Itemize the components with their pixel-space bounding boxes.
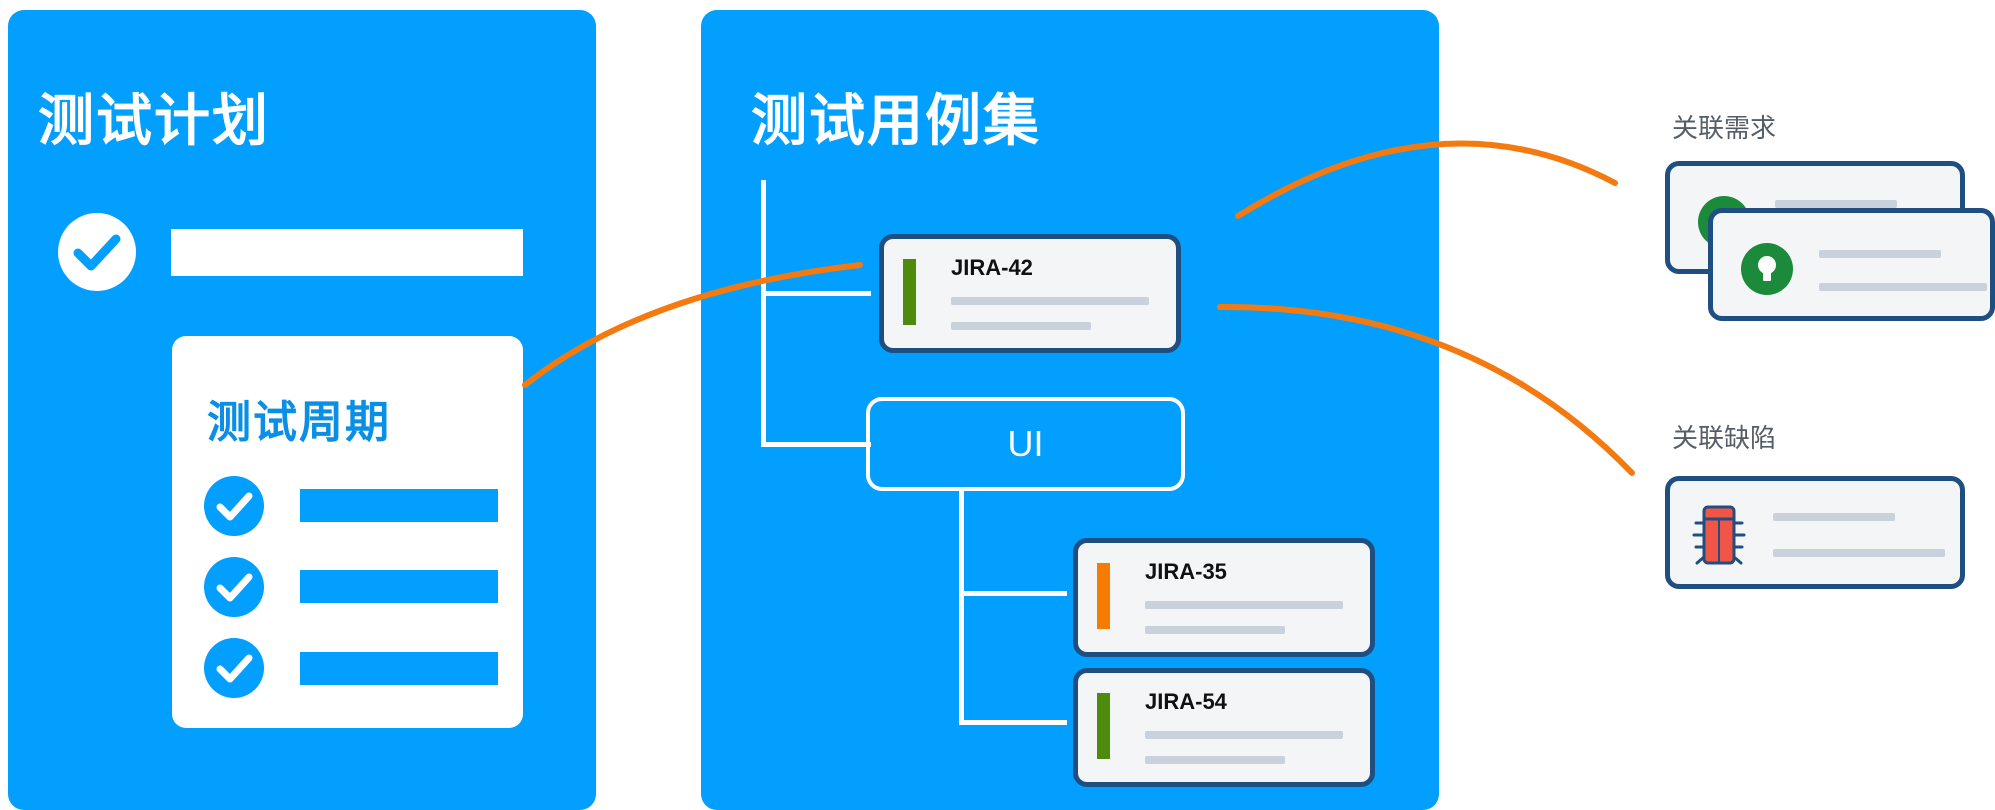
- test-plan-title: 测试计划: [38, 89, 270, 154]
- issue-summary-placeholder: [951, 322, 1091, 330]
- issue-status-stripe: [1097, 563, 1110, 629]
- plan-item-placeholder: [171, 229, 523, 276]
- issue-status-stripe: [1097, 693, 1110, 759]
- linked-requirements-label: 关联需求: [1672, 114, 1777, 144]
- test-cycle-title: 测试周期: [207, 397, 391, 448]
- requirement-summary-placeholder: [1819, 250, 1941, 258]
- tree-connector: [959, 489, 964, 725]
- issue-summary-placeholder: [951, 297, 1149, 305]
- tree-connector: [761, 180, 766, 447]
- tree-connector: [959, 591, 1067, 596]
- cycle-item-placeholder: [300, 570, 498, 603]
- link-plan-to-suite: [522, 262, 863, 388]
- defect-summary-placeholder: [1773, 549, 1945, 557]
- cycle-item-placeholder: [300, 489, 498, 522]
- issue-summary-placeholder: [1145, 626, 1285, 634]
- check-circle-icon: [204, 557, 264, 617]
- requirement-summary-placeholder: [1819, 283, 1987, 291]
- requirement-summary-placeholder: [1775, 200, 1897, 208]
- test-cycle-card: 测试周期: [172, 336, 523, 728]
- test-suite-panel: 测试用例集 JIRA-42 UI JIRA-35 JIRA-54: [701, 10, 1439, 810]
- check-circle-icon: [204, 476, 264, 536]
- lightbulb-icon: [1741, 243, 1793, 295]
- issue-key: JIRA-42: [951, 255, 1033, 280]
- issue-key: JIRA-35: [1145, 559, 1227, 584]
- tree-connector: [761, 442, 871, 447]
- issue-card-jira-42[interactable]: JIRA-42: [879, 234, 1181, 353]
- issue-card-jira-35[interactable]: JIRA-35: [1073, 538, 1375, 657]
- tree-connector: [959, 720, 1067, 725]
- check-circle-icon: [58, 213, 136, 291]
- issue-summary-placeholder: [1145, 756, 1285, 764]
- requirement-card[interactable]: [1708, 208, 1995, 321]
- bug-icon: [1690, 503, 1748, 567]
- link-to-requirements: [1235, 140, 1618, 219]
- folder-node-ui[interactable]: UI: [866, 397, 1185, 491]
- defect-card[interactable]: [1665, 476, 1965, 589]
- test-plan-panel: 测试计划 测试周期: [8, 10, 596, 810]
- link-to-defects: [1217, 303, 1635, 476]
- check-circle-icon: [204, 638, 264, 698]
- cycle-item-placeholder: [300, 652, 498, 685]
- issue-key: JIRA-54: [1145, 689, 1227, 714]
- test-suite-title: 测试用例集: [751, 89, 1041, 154]
- issue-status-stripe: [903, 259, 916, 325]
- tree-connector: [761, 291, 871, 296]
- linked-defects-label: 关联缺陷: [1672, 424, 1777, 454]
- defect-summary-placeholder: [1773, 513, 1895, 521]
- issue-summary-placeholder: [1145, 731, 1343, 739]
- issue-card-jira-54[interactable]: JIRA-54: [1073, 668, 1375, 787]
- issue-summary-placeholder: [1145, 601, 1343, 609]
